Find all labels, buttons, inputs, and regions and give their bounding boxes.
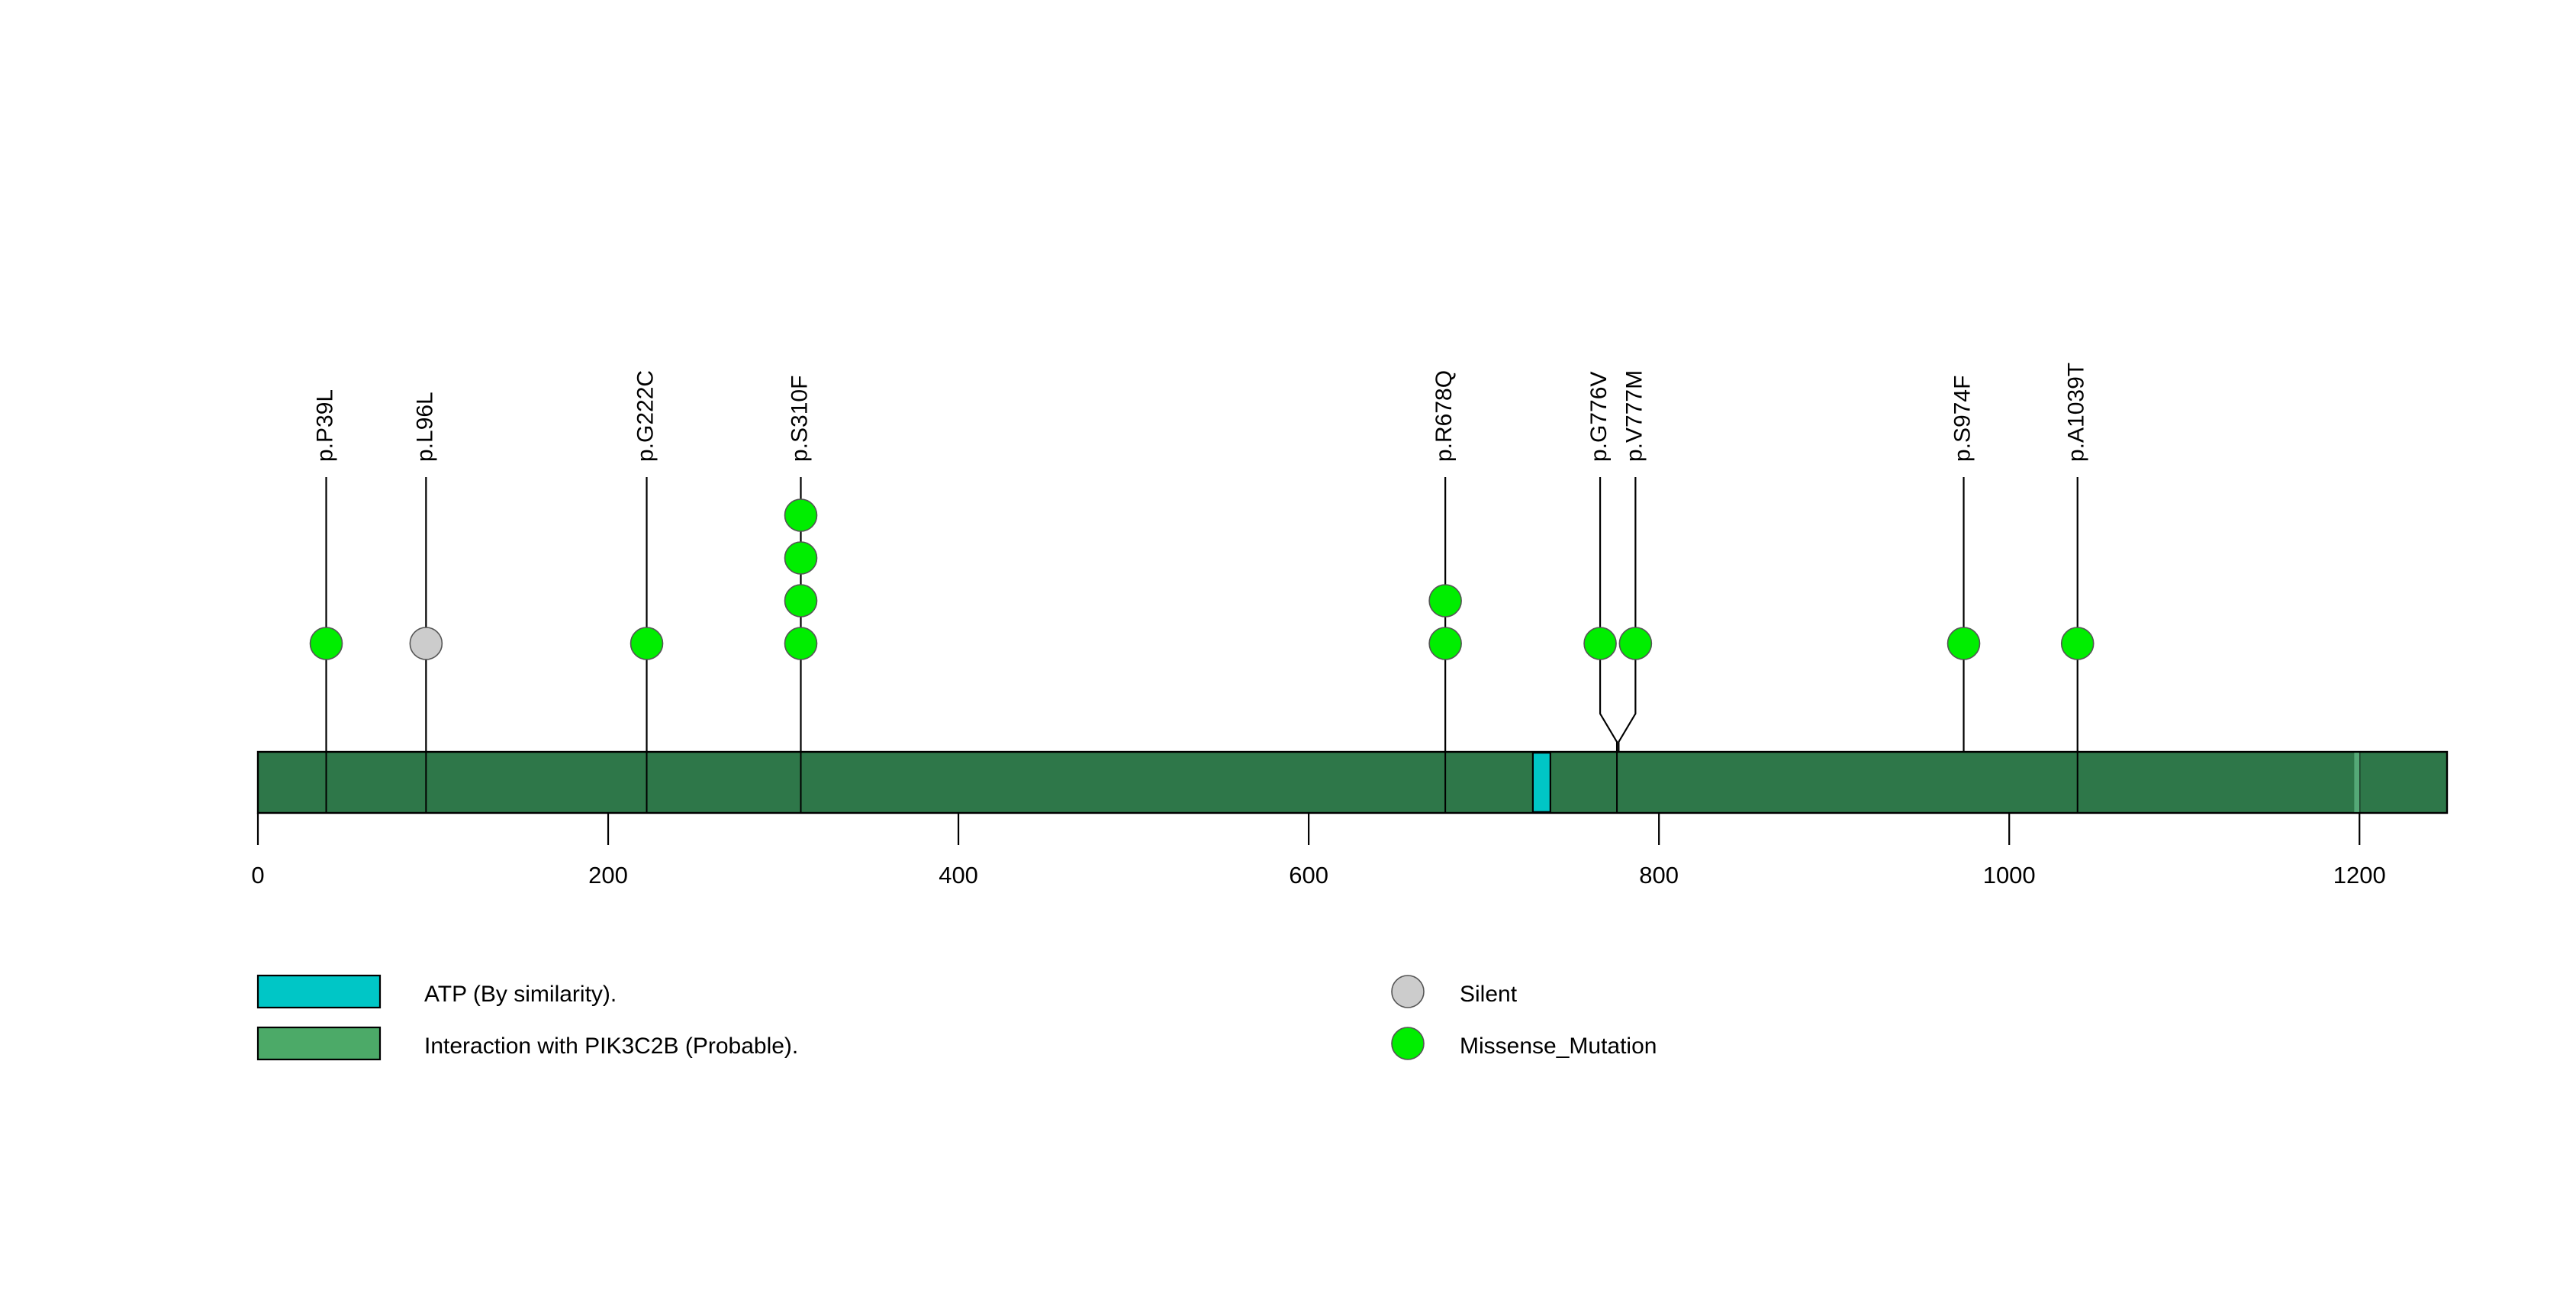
legend-swatch-mutation[interactable] — [1391, 1027, 1425, 1060]
axis-tick-label: 800 — [1639, 862, 1679, 888]
legend-label-mutation: Missense_Mutation — [1460, 1034, 1657, 1059]
axis-tick-label: 0 — [251, 862, 264, 888]
mutation-label: p.S310F — [787, 376, 812, 462]
axis-tick-label: 600 — [1289, 862, 1328, 888]
legend-group: ATP (By similarity). Interaction with PIK… — [256, 974, 1657, 1061]
legend-swatch-domain[interactable] — [256, 1026, 382, 1061]
protein-domain-interaction-pik3c2b[interactable] — [256, 750, 2449, 814]
protein-bar-group — [256, 750, 2449, 814]
axis-tick-label: 1200 — [2333, 862, 2386, 888]
axis-tick-label: 400 — [939, 862, 978, 888]
mutation-dot[interactable] — [784, 584, 818, 618]
mutation-dot[interactable] — [630, 627, 664, 660]
mutation-label: p.G776V — [1586, 372, 1612, 462]
legend-swatch-mutation[interactable] — [1391, 975, 1425, 1008]
mutation-dot[interactable] — [784, 627, 818, 660]
x-axis-group: 0 200 400 600 800 1000 1200 — [251, 813, 2386, 888]
mutation-dot[interactable] — [784, 498, 818, 532]
legend-label-domain: Interaction with PIK3C2B (Probable). — [424, 1034, 798, 1059]
mutation-label: p.L96L — [412, 392, 437, 462]
mutation-label: p.S974F — [1950, 376, 1975, 462]
mutation-dot[interactable] — [784, 541, 818, 575]
mutation-label: p.R678Q — [1431, 370, 1457, 462]
mutation-dot[interactable] — [409, 627, 443, 660]
legend-swatch-domain[interactable] — [256, 974, 382, 1009]
mutation-dot[interactable] — [1428, 627, 1462, 660]
mutation-label: p.V777M — [1621, 370, 1647, 462]
mutation-dot[interactable] — [1618, 627, 1653, 660]
axis-tick-label: 1000 — [1983, 862, 2036, 888]
legend-label-mutation: Silent — [1460, 982, 1518, 1007]
lollipop-dots-group — [309, 498, 2095, 660]
mutation-label: p.P39L — [312, 389, 337, 462]
legend-label-domain: ATP (By similarity). — [424, 982, 617, 1007]
protein-domain-atp[interactable] — [1531, 752, 1551, 813]
mutation-dot[interactable] — [2060, 627, 2095, 660]
mutation-dot[interactable] — [1946, 627, 1981, 660]
mutation-dot[interactable] — [1583, 627, 1617, 660]
mutation-dot[interactable] — [309, 627, 343, 660]
mutation-labels-group: p.P39L p.L96L p.G222C p.S310F p.R678Q p.G776V… — [312, 363, 2088, 462]
protein-bar-seam — [2354, 753, 2360, 812]
mutation-dot[interactable] — [1428, 584, 1462, 618]
mutation-label: p.G222C — [633, 370, 658, 462]
axis-tick-label: 200 — [588, 862, 628, 888]
mutation-label: p.A1039T — [2064, 363, 2089, 462]
